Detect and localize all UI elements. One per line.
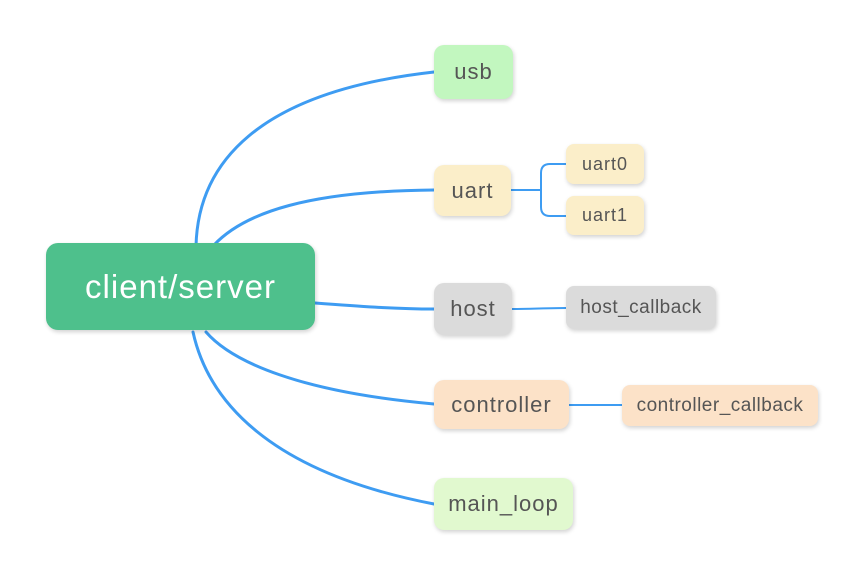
node-uart1[interactable]: uart1 (566, 196, 644, 235)
node-label: client/server (85, 267, 276, 305)
node-label: usb (454, 59, 493, 84)
node-label: uart1 (581, 205, 629, 225)
node-label: controller (451, 391, 552, 417)
edge-client-server-usb (194, 70, 436, 248)
node-uart[interactable]: uart (434, 165, 511, 216)
edge-client-server-main-loop (191, 330, 436, 506)
node-label: main_loop (448, 491, 559, 516)
edge-client-server-uart (212, 188, 436, 247)
node-host-callback[interactable]: host_callback (566, 286, 716, 329)
node-label: uart0 (581, 153, 629, 174)
node-client-server[interactable]: client/server (46, 243, 315, 330)
edge-client-server-controller (204, 330, 436, 406)
node-controller-callback[interactable]: controller_callback (622, 385, 818, 426)
edge-client-server-host (313, 301, 436, 311)
edge-uart-uart1 (540, 189, 567, 217)
node-label: controller_callback (636, 394, 804, 416)
node-main-loop[interactable]: main_loop (434, 478, 573, 530)
node-label: uart (451, 177, 494, 203)
node-controller[interactable]: controller (434, 380, 569, 429)
node-label: host_callback (580, 296, 702, 318)
edge-uart-uart0 (540, 163, 567, 191)
node-host[interactable]: host (434, 283, 512, 335)
edge-host-host-callback (511, 307, 567, 310)
node-usb[interactable]: usb (434, 45, 513, 99)
node-label: host (450, 296, 496, 321)
node-uart0[interactable]: uart0 (566, 144, 644, 184)
